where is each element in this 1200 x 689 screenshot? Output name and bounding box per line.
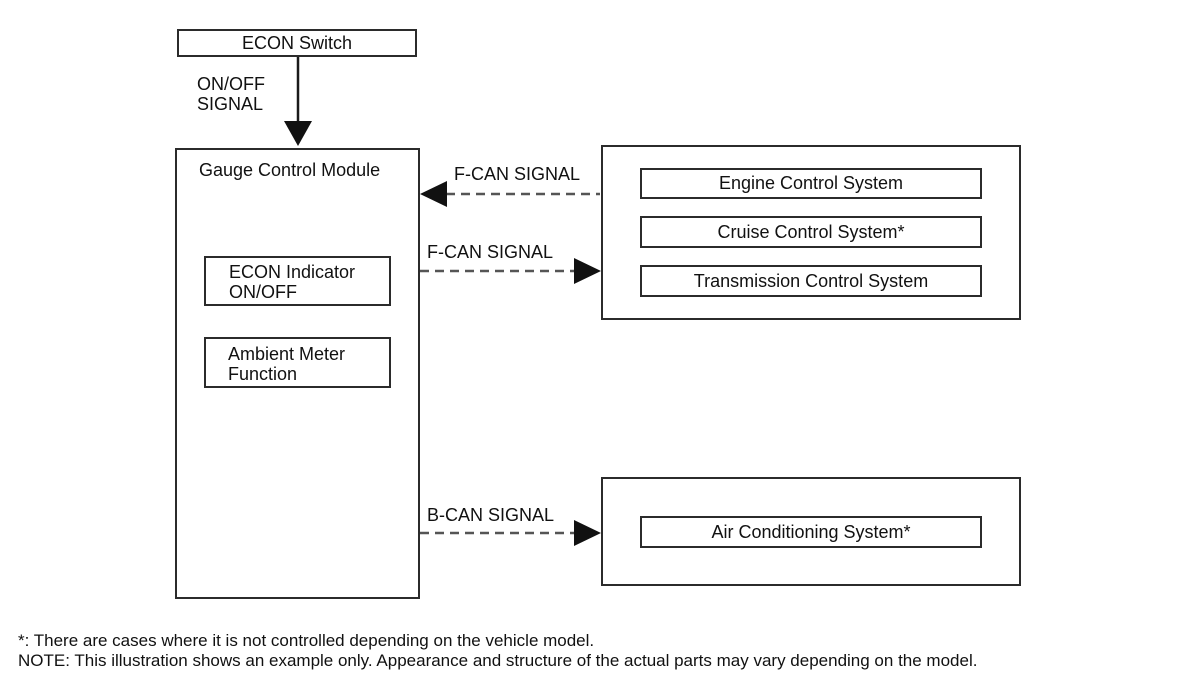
econ-indicator-line2: ON/OFF	[229, 282, 297, 302]
econ-switch-label: ECON Switch	[241, 32, 353, 53]
transmission-control-system-box: Transmission Control System	[640, 265, 982, 297]
cruise-control-system-label: Cruise Control System*	[717, 221, 905, 242]
ambient-meter-line1: Ambient Meter	[228, 344, 346, 364]
econ-switch-box: ECON Switch	[177, 29, 417, 57]
econ-indicator-label: ECON Indicator ON/OFF	[229, 262, 355, 302]
engine-control-system-box: Engine Control System	[640, 168, 982, 199]
fcan-out-signal-label: F-CAN SIGNAL	[427, 242, 554, 262]
ambient-meter-line2: Function	[228, 364, 298, 384]
econ-indicator-line1: ECON Indicator	[229, 262, 356, 282]
cruise-control-system-box: Cruise Control System*	[640, 216, 982, 248]
switch-signal-arrowhead	[284, 121, 312, 146]
switch-signal-label: ON/OFF SIGNAL	[197, 74, 265, 114]
switch-signal-line2: SIGNAL	[197, 94, 264, 114]
fcan-out-arrowhead	[574, 258, 601, 284]
bcan-out-arrowhead	[574, 520, 601, 546]
ambient-meter-box	[204, 337, 391, 388]
note-footnote: NOTE: This illustration shows an example…	[18, 651, 978, 670]
econ-indicator-box	[204, 256, 391, 306]
gauge-control-module-title: Gauge Control Module	[199, 160, 381, 180]
air-conditioning-system-box: Air Conditioning System*	[640, 516, 982, 548]
switch-signal-line1: ON/OFF	[197, 74, 265, 94]
fcan-in-signal-label: F-CAN SIGNAL	[454, 164, 581, 184]
asterisk-footnote: *: There are cases where it is not contr…	[18, 631, 595, 650]
bcan-out-signal-label: B-CAN SIGNAL	[427, 505, 555, 525]
air-conditioning-system-label: Air Conditioning System*	[711, 521, 911, 542]
engine-control-system-label: Engine Control System	[718, 173, 904, 193]
ambient-meter-label: Ambient Meter Function	[228, 344, 345, 384]
fcan-in-arrowhead	[420, 181, 447, 207]
transmission-control-system-label: Transmission Control System	[693, 270, 929, 291]
